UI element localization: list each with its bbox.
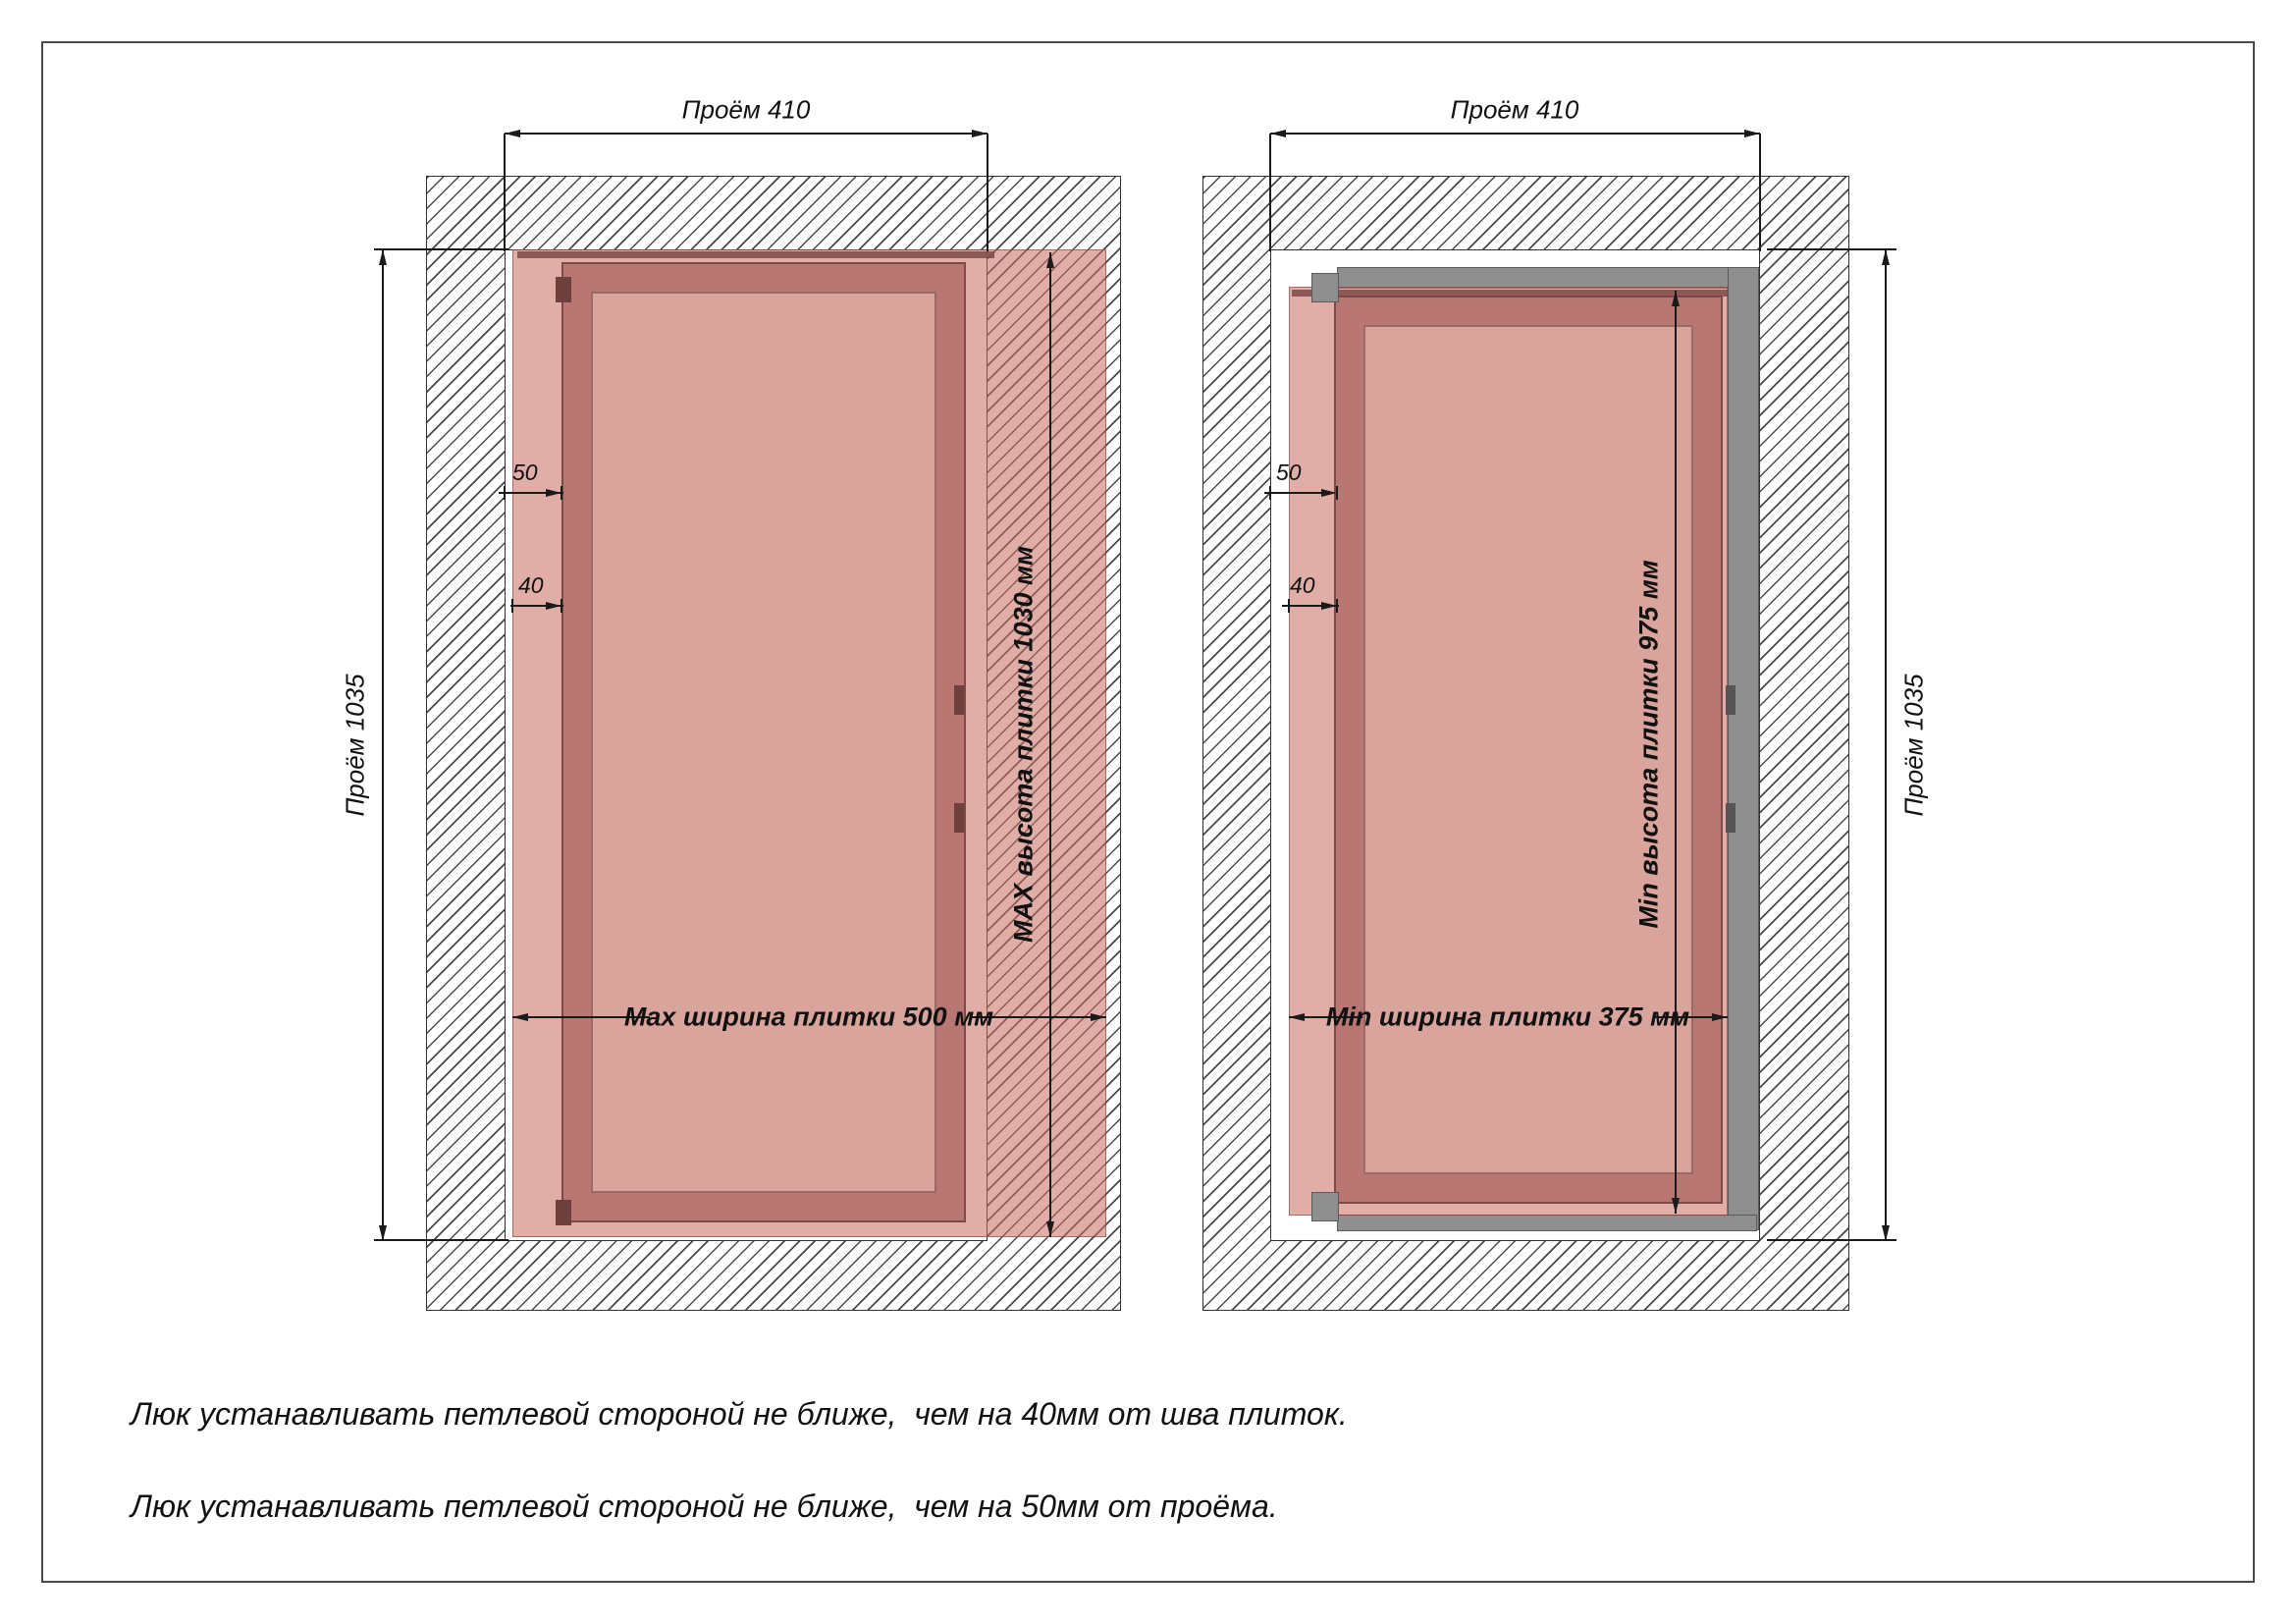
right-dim-50-label: 50	[1276, 460, 1302, 485]
right-dim-top-ext-left	[1269, 134, 1271, 251]
right-dim-side-arrow-top	[1881, 249, 1890, 265]
right-dim-tile-width-arrow-left	[1289, 1012, 1305, 1021]
note-hinge-seam-clearance: Люк устанавливать петлевой стороной не б…	[131, 1396, 1348, 1432]
left-dim-40-line	[510, 605, 563, 607]
right-dim-40-tick-start	[1288, 599, 1290, 613]
right-dim-top-ext-right	[1759, 134, 1761, 251]
left-dim-tile-width-arrow-left	[512, 1012, 528, 1021]
right-frame-top-rail	[1292, 290, 1728, 297]
left-dim-top-line	[505, 133, 988, 135]
left-handle-mark-top	[954, 685, 964, 715]
left-dim-50-line	[499, 492, 563, 494]
left-dim-40-tick-end	[561, 599, 562, 613]
right-dim-tile-height-arrow-bottom	[1671, 1198, 1680, 1214]
right-dim-tile-height-arrow-top	[1671, 291, 1680, 306]
left-hinge-top	[556, 277, 571, 302]
right-dim-top-arrow-left	[1270, 129, 1286, 137]
note-hinge-opening-clearance: Люк устанавливать петлевой стороной не б…	[131, 1489, 1278, 1524]
left-dim-tile-width-line-a	[512, 1016, 650, 1018]
right-dim-side-line	[1885, 249, 1887, 1241]
left-dim-50-label: 50	[512, 460, 538, 485]
right-handle-mark-top	[1726, 685, 1735, 715]
page-border	[41, 41, 2255, 1583]
left-dim-tile-height-arrow-bottom	[1045, 1221, 1054, 1237]
right-dim-top-arrow-right	[1744, 129, 1760, 137]
left-dim-tile-width-line-b	[970, 1016, 1106, 1018]
left-dim-50-arrow	[546, 488, 561, 497]
right-hatch-door-panel	[1363, 325, 1693, 1174]
left-dim-top-arrow-right	[972, 129, 988, 137]
right-dim-40-line	[1282, 605, 1339, 607]
left-dim-top-label: Проём 410	[681, 94, 811, 125]
left-dim-tile-height-label: MAX высота плитки 1030 мм	[1008, 546, 1039, 943]
right-dim-40-label: 40	[1290, 572, 1315, 598]
right-dim-tile-height-label: Min высота плитки 975 мм	[1633, 560, 1664, 929]
left-dim-side-label: Проём 1035	[340, 674, 370, 817]
right-dim-50-arrow	[1321, 488, 1337, 497]
right-steel-frame-top	[1337, 267, 1757, 289]
right-dim-40-arrow	[1321, 601, 1337, 610]
left-dim-40-arrow	[546, 601, 561, 610]
left-dim-top-ext-right	[987, 134, 988, 251]
right-dim-top-line	[1270, 133, 1760, 135]
right-dim-tile-width-line-b	[1653, 1016, 1728, 1018]
right-dim-side-label: Проём 1035	[1898, 674, 1929, 817]
right-handle-mark-bottom	[1726, 803, 1735, 833]
left-hatch-door-panel	[591, 292, 936, 1193]
right-dim-tile-height-line	[1675, 291, 1677, 1214]
left-dim-50-tick-start	[504, 486, 506, 500]
right-dim-50-tick-end	[1336, 486, 1338, 500]
left-hatch-door-frame	[561, 262, 966, 1222]
left-dim-side-arrow-bottom	[378, 1225, 387, 1241]
left-frame-top-rail	[517, 251, 994, 258]
left-dim-tile-height-arrow-top	[1045, 252, 1054, 268]
left-dim-side-ext-bottom	[374, 1239, 508, 1241]
left-dim-side-arrow-top	[378, 249, 387, 265]
right-dim-top-label: Проём 410	[1450, 94, 1579, 125]
right-dim-50-line	[1264, 492, 1329, 494]
right-hinge-top	[1311, 273, 1339, 302]
right-steel-frame-bottom	[1337, 1215, 1757, 1231]
right-dim-side-ext-bottom	[1767, 1239, 1896, 1241]
right-dim-40-tick-end	[1336, 599, 1338, 613]
left-dim-50-tick-end	[561, 486, 562, 500]
left-dim-tile-width-arrow-right	[1091, 1012, 1106, 1021]
right-steel-frame-right	[1728, 267, 1759, 1230]
right-dim-side-arrow-bottom	[1881, 1225, 1890, 1241]
left-handle-mark-bottom	[954, 803, 964, 833]
right-dim-tile-width-label: Min ширина плитки 375 мм	[1325, 1001, 1690, 1032]
right-dim-tile-width-line-a	[1289, 1016, 1362, 1018]
left-dim-side-ext-top	[374, 248, 508, 250]
right-dim-tile-width-arrow-right	[1712, 1012, 1728, 1021]
left-dim-tile-width-label: Max ширина плитки 500 мм	[623, 1001, 994, 1032]
right-hatch-door-frame	[1334, 296, 1723, 1204]
left-dim-top-arrow-left	[505, 129, 520, 137]
right-dim-side-ext-top	[1767, 248, 1896, 250]
right-hinge-bottom	[1311, 1192, 1339, 1221]
left-dim-40-label: 40	[518, 572, 544, 598]
left-dim-side-line	[382, 249, 384, 1241]
left-dim-top-ext-left	[504, 134, 506, 251]
left-dim-40-tick-start	[511, 599, 513, 613]
left-dim-tile-height-line	[1049, 252, 1051, 1237]
right-dim-50-tick-start	[1269, 486, 1271, 500]
left-hinge-bottom	[556, 1200, 571, 1225]
